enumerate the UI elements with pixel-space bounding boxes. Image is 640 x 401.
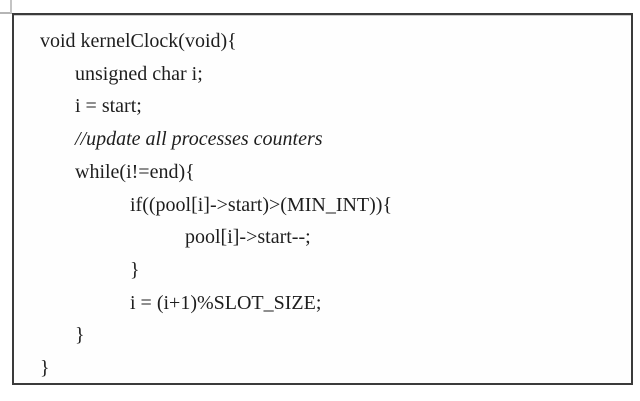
code-line: i = start; — [75, 95, 142, 118]
code-line: } — [40, 357, 50, 380]
code-line: if((pool[i]->start)>(MIN_INT)){ — [130, 193, 393, 216]
code-line: void kernelClock(void){ — [40, 30, 237, 52]
code-line: } — [75, 324, 85, 347]
code-line: unsigned char i; — [75, 62, 203, 85]
corner-artifact-horizontal — [0, 12, 12, 14]
code-line: while(i!=end){ — [75, 160, 195, 183]
corner-artifact-vertical — [10, 0, 12, 13]
code-line: i = (i+1)%SLOT_SIZE; — [130, 291, 322, 314]
code-comment-line: //update all processes counters — [75, 128, 323, 151]
code-line: pool[i]->start--; — [185, 226, 311, 249]
code-listing-box: void kernelClock(void){ unsigned char i;… — [12, 13, 633, 385]
code-line: } — [130, 258, 140, 281]
